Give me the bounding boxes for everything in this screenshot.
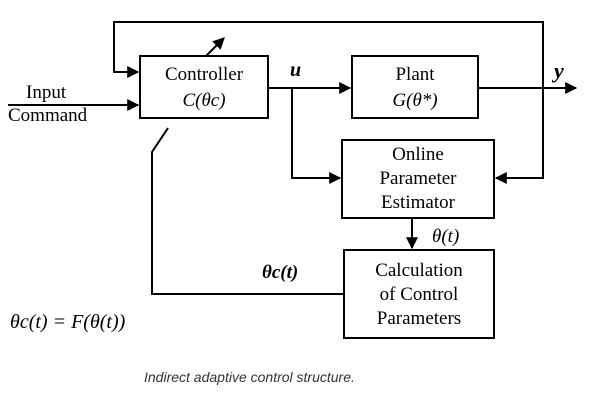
adjust-arrow <box>205 37 225 57</box>
u-to-estimator-line <box>291 88 342 184</box>
controller-block: Controller C(θc) <box>139 55 269 119</box>
plant-block: Plant G(θ*) <box>351 55 479 119</box>
estimator-line1: Online <box>392 144 444 165</box>
output-feedback-line <box>113 21 544 90</box>
input-label-line2: Command <box>8 105 88 126</box>
controller-title: Controller <box>165 64 244 85</box>
estimator-line2: Parameter <box>379 168 457 189</box>
y-to-estimator-line <box>494 88 544 184</box>
mapping-equation: θc(t) = F(θ(t)) <box>10 311 126 333</box>
figure-caption: Indirect adaptive control structure. <box>144 369 355 385</box>
plant-title: Plant <box>395 64 435 85</box>
estimate-label: θ(t) <box>432 226 459 247</box>
calculation-line2: of Control <box>380 284 459 305</box>
calculation-line1: Calculation <box>375 260 463 281</box>
input-label-line1: Input <box>26 82 67 103</box>
connections <box>8 21 578 295</box>
estimator-line3: Estimator <box>381 192 456 213</box>
control-signal-label: u <box>290 59 301 81</box>
parameter-feedback-line <box>151 127 344 295</box>
plant-symbol: G(θ*) <box>392 90 437 111</box>
calculation-block: Calculation of Control Parameters <box>343 249 495 339</box>
output-signal-label: y <box>551 58 564 83</box>
calculation-line3: Parameters <box>377 308 461 329</box>
controller-params-label: θc(t) <box>262 262 298 283</box>
controller-symbol: C(θc) <box>182 90 225 111</box>
estimator-block: Online Parameter Estimator <box>341 139 495 219</box>
